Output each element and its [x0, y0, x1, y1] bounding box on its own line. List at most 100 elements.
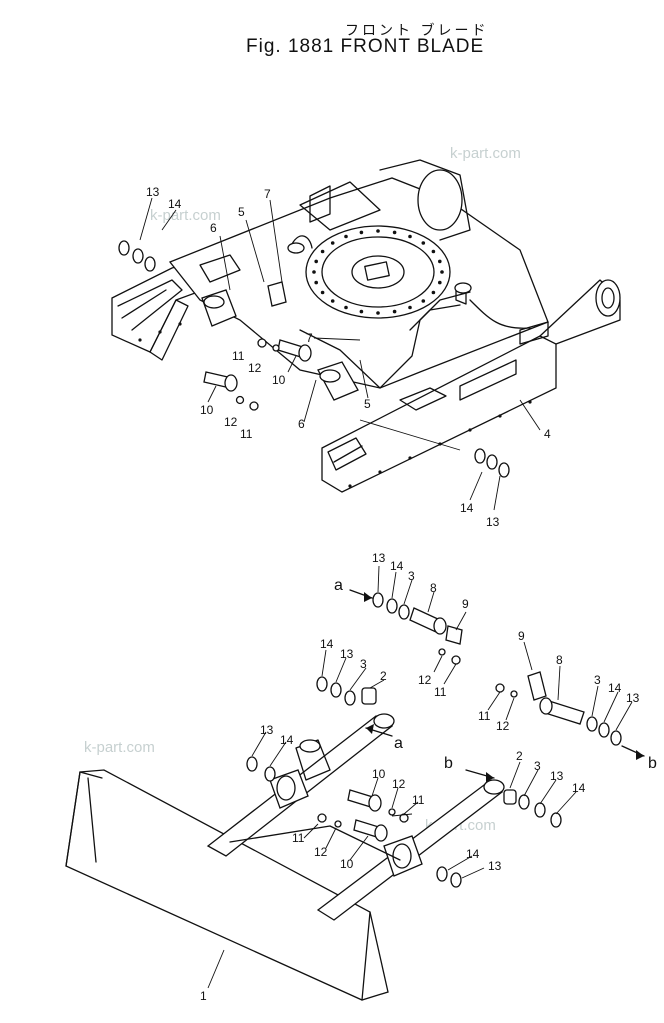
bushing-2	[361, 687, 377, 705]
callout-14: 14	[466, 847, 480, 861]
rail-hole	[468, 428, 472, 432]
ref-a: a	[334, 577, 343, 594]
watermark: k-part.com	[150, 207, 221, 224]
callout-2: 2	[380, 669, 387, 683]
bushing-2	[503, 789, 517, 805]
callout-3: 3	[594, 673, 601, 687]
shim-13	[118, 240, 130, 256]
callout-13: 13	[340, 647, 354, 661]
bolt-hole	[392, 309, 397, 314]
shim-14	[316, 676, 328, 692]
bolt-hole	[330, 241, 335, 245]
callout-14: 14	[280, 733, 294, 747]
callout-14: 14	[608, 681, 622, 695]
bolt-hole	[440, 270, 444, 274]
upper-pins-and-brackets	[118, 240, 510, 478]
callout-12: 12	[496, 719, 510, 733]
shim-14	[436, 866, 448, 882]
pipe-fitting-left	[291, 235, 313, 249]
shim-3	[398, 604, 410, 620]
bolt-hole	[376, 311, 380, 315]
rail-hole	[528, 400, 532, 404]
bolt-hole	[344, 234, 348, 239]
callout-12: 12	[224, 415, 238, 429]
callout-1: 1	[200, 989, 207, 1003]
rail-hole	[138, 338, 142, 342]
bolt-hole	[376, 229, 380, 233]
bolt-11	[451, 655, 461, 665]
pin-stopper-9	[527, 671, 547, 701]
callout-10: 10	[200, 403, 214, 417]
blade-1	[65, 769, 389, 1001]
callout-12: 12	[392, 777, 406, 791]
callout-14: 14	[320, 637, 334, 651]
bolt-hole	[438, 280, 442, 285]
left-frame-slot	[117, 279, 183, 331]
bolt-hole	[344, 305, 348, 310]
callout-3: 3	[534, 759, 541, 773]
shim-14	[486, 454, 498, 470]
callout-13: 13	[550, 769, 564, 783]
callout-11: 11	[434, 685, 447, 699]
washer-12	[334, 820, 342, 828]
shim-14	[550, 812, 562, 828]
shim-13	[372, 592, 384, 608]
bolt-hole	[320, 249, 325, 254]
callout-11: 11	[240, 427, 253, 441]
callout-5: 5	[238, 205, 245, 219]
bolt-hole	[359, 309, 364, 314]
callout-7: 7	[264, 187, 271, 201]
watermark: k-part.com	[450, 145, 521, 162]
callout-14: 14	[390, 559, 404, 573]
reference-labels: a a b b	[334, 577, 657, 772]
callout-13: 13	[372, 551, 386, 565]
callout-13: 13	[488, 859, 502, 873]
washer-12	[388, 808, 396, 816]
shim-13	[610, 730, 622, 746]
reference-arrows	[349, 589, 645, 782]
callout-9: 9	[518, 629, 525, 643]
ref-a: a	[394, 735, 403, 752]
shim-13	[498, 462, 510, 478]
watermark: k-part.com	[84, 739, 155, 756]
callout-10: 10	[372, 767, 386, 781]
rail-hole	[408, 456, 412, 460]
callout-8: 8	[556, 653, 563, 667]
shim-14	[386, 598, 398, 614]
callout-13: 13	[486, 515, 500, 529]
shim-14	[474, 448, 486, 464]
callout-6: 6	[298, 417, 305, 431]
rail-hole	[178, 322, 182, 326]
rail-hole	[158, 330, 162, 334]
upper-leader-lines	[139, 197, 541, 511]
shim-14	[598, 722, 610, 738]
bolt-hole	[314, 280, 319, 285]
callout-11: 11	[292, 831, 305, 845]
bolt-hole	[408, 305, 412, 310]
callout-6: 6	[210, 221, 217, 235]
washer-12	[235, 395, 245, 405]
lower-callouts: 13 14 3 8 9 12 11 14 13 3 2 9 8 3 14 13 …	[200, 551, 640, 1003]
bolt-11	[495, 683, 505, 693]
bolt-11	[317, 813, 327, 823]
rail-hole	[498, 414, 502, 418]
swing-circle	[305, 225, 451, 319]
callout-8: 8	[430, 581, 437, 595]
shim-3	[518, 794, 530, 810]
callout-3: 3	[360, 657, 367, 671]
figure-title-japanese: フロント ブレード	[345, 23, 489, 39]
callout-11: 11	[412, 793, 425, 807]
callout-14: 14	[168, 197, 182, 211]
shim-13	[330, 682, 342, 698]
washer-12	[510, 690, 518, 698]
bolt-hole	[320, 290, 325, 295]
bolt-hole	[421, 241, 426, 245]
shim-13	[450, 872, 462, 888]
callout-12: 12	[418, 673, 432, 687]
final-drive-housing	[379, 159, 471, 241]
bolt-hole	[359, 230, 364, 235]
callout-11: 11	[232, 349, 245, 363]
bolt-hole	[330, 299, 335, 303]
callout-13: 13	[260, 723, 274, 737]
